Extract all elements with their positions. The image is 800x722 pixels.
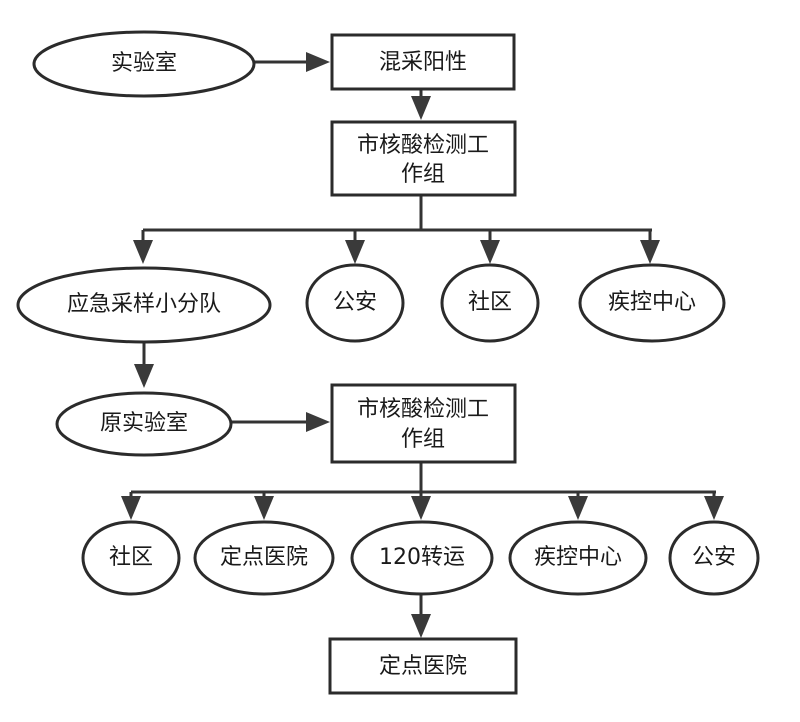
node-city-team-1-label-line2: 作组 [401,162,445,187]
node-city-team-1: 市核酸检测工 作组 [330,120,517,197]
node-hospital-1: 定点医院 [193,520,335,596]
node-cdc-1: 疾控中心 [578,263,726,343]
node-community-1: 社区 [440,263,540,343]
node-city-team-2: 市核酸检测工 作组 [330,383,517,464]
node-original-lab-label: 原实验室 [100,411,188,436]
edge-transfer-120-to-hospital [411,594,431,638]
edge-lab-to-mixed-positive [254,52,330,72]
node-transfer-120-label: 120转运 [379,545,465,570]
node-transfer-120: 120转运 [350,520,494,596]
node-emergency-team: 应急采样小分队 [16,266,272,344]
node-community-1-label: 社区 [468,290,512,315]
node-police-1: 公安 [305,263,405,343]
node-city-team-2-label-line2: 作组 [401,427,445,452]
edge-city-team-2-fanout [121,462,724,520]
node-mixed-positive-label: 混采阳性 [379,50,467,75]
node-original-lab: 原实验室 [55,391,233,457]
node-police-2-label: 公安 [692,545,736,570]
node-lab: 实验室 [32,30,256,98]
edge-emergency-team-to-original-lab [134,342,154,388]
node-mixed-positive: 混采阳性 [330,33,516,91]
node-city-team-2-label-line1: 市核酸检测工 [357,397,489,422]
node-emergency-team-label: 应急采样小分队 [67,292,221,317]
node-cdc-2: 疾控中心 [508,520,648,596]
edge-original-lab-to-city-team-2 [231,412,330,432]
node-hospital-1-label: 定点医院 [220,545,308,570]
edge-city-team-1-fanout [133,195,660,264]
node-community-2: 社区 [81,520,181,596]
node-police-2: 公安 [668,520,760,596]
node-cdc-2-label: 疾控中心 [534,545,622,570]
node-cdc-1-label: 疾控中心 [608,290,696,315]
node-hospital-final: 定点医院 [328,637,518,695]
node-city-team-1-label-line1: 市核酸检测工 [357,133,489,158]
node-hospital-final-label: 定点医院 [379,654,467,679]
edge-mixed-positive-to-city-team-1 [411,90,431,120]
node-lab-label: 实验室 [111,51,177,76]
node-police-1-label: 公安 [333,290,377,315]
node-community-2-label: 社区 [109,545,153,570]
